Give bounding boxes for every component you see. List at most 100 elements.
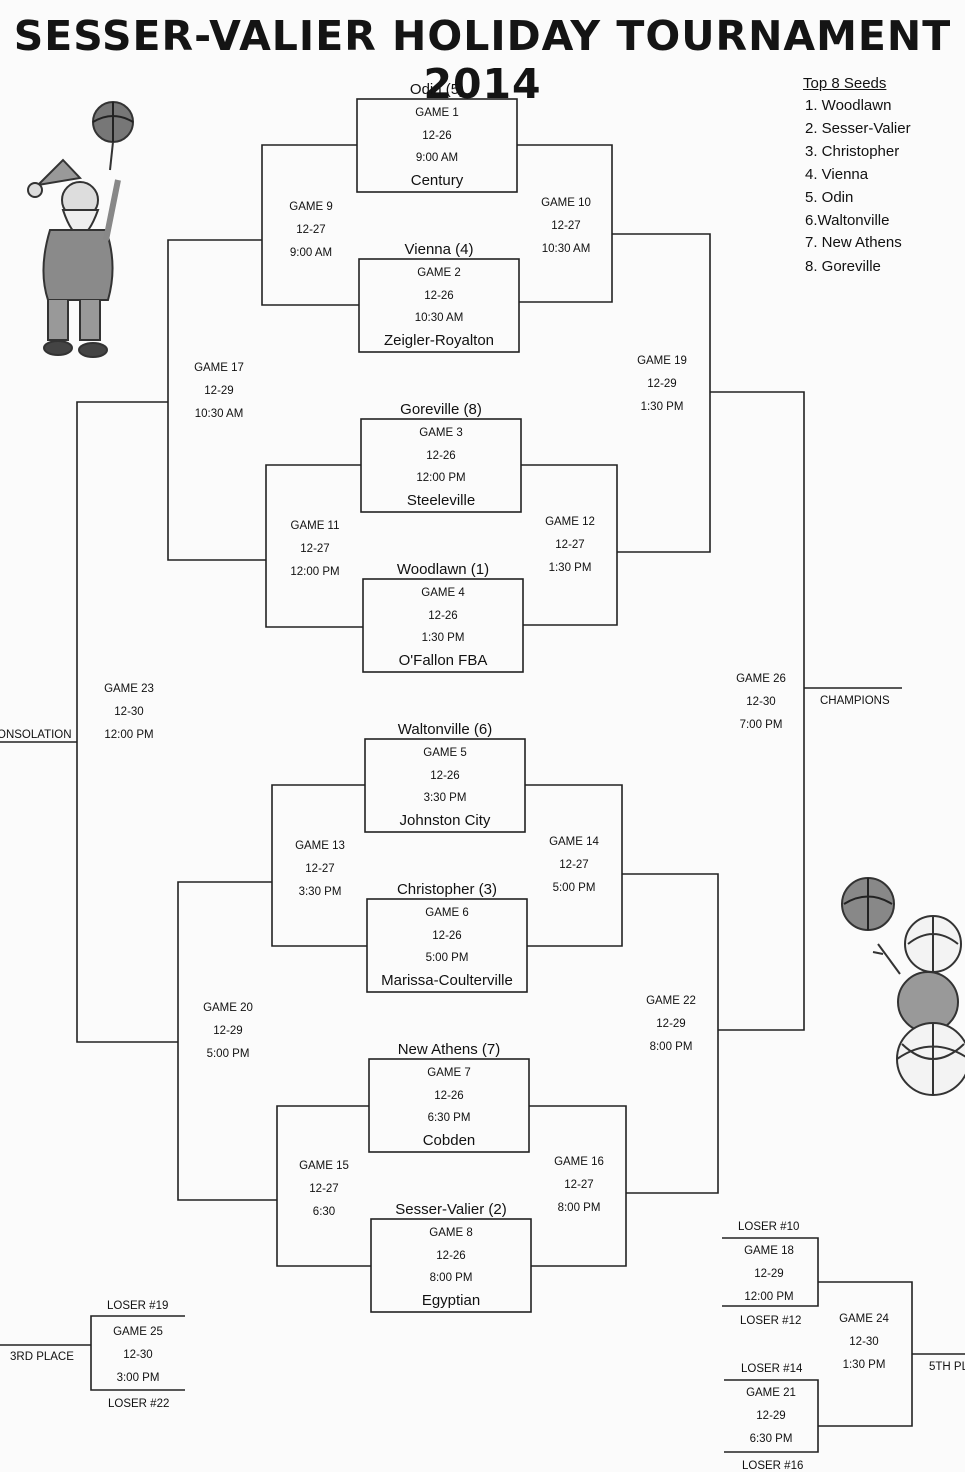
game-date: 12-30 [114,706,144,718]
game-time: 1:30 PM [640,401,684,413]
game-time: 1:30 PM [548,562,592,574]
loser-19-label: LOSER #19 [107,1300,169,1312]
game-game: GAME 19 [637,355,687,367]
loser-16-label: LOSER #16 [742,1460,804,1472]
game-date: 12-27 [296,224,326,236]
game-number: GAME 7 [427,1067,471,1079]
team-bottom: Steeleville [406,492,476,509]
game-time: 8:00 PM [649,1041,693,1053]
game-game: GAME 16 [554,1156,604,1168]
loser-22-label: LOSER #22 [108,1398,170,1410]
team-top: Woodlawn (1) [396,561,490,578]
game-time: 8:00 PM [557,1202,601,1214]
game-date: 12-26 [428,610,458,622]
game-time: 10:30 AM [541,243,591,255]
game-date: 12-27 [305,863,335,875]
game-time: 9:00 AM [289,247,333,259]
game-game: GAME 10 [541,197,591,209]
game-date: 12-29 [204,385,234,397]
game-date: 12-26 [426,450,456,462]
game-18-line [722,1237,819,1307]
team-top: Sesser-Valier (2) [395,1201,507,1218]
team-top: Vienna (4) [404,241,474,258]
team-top: Christopher (3) [396,881,498,898]
game-number: GAME 1 [415,107,459,119]
seed-item: 3. Christopher [805,143,900,160]
game-20-line [177,881,277,1201]
game-time: 12:00 PM [290,566,340,578]
game-date: 12-29 [754,1268,784,1280]
game-23-line [76,401,178,1043]
loser-14-label: LOSER #14 [741,1363,803,1375]
game-game: GAME 23 [104,683,154,695]
game-time: 7:00 PM [739,719,783,731]
team-bottom: Marissa-Coulterville [381,972,513,989]
game-number: GAME 4 [421,587,465,599]
game-date: 12-26 [430,770,460,782]
game-game: GAME 18 [744,1245,794,1257]
game-game: GAME 11 [290,520,340,532]
game-13-line [271,784,367,947]
team-bottom: Egyptian [421,1292,481,1309]
game-game: GAME 13 [295,840,345,852]
game-16-line [529,1105,627,1267]
game-date: 12-29 [647,378,677,390]
seed-item: 1. Woodlawn [805,97,892,114]
seed-item: 4. Vienna [805,166,869,183]
game-25-line [90,1315,185,1391]
game-time: 12:00 PM [416,472,466,484]
game-21-line [724,1379,819,1453]
team-top: Goreville (8) [400,401,482,418]
game-time: 5:00 PM [552,882,596,894]
seed-item: 5. Odin [805,189,854,206]
game-10-line [517,144,613,303]
game-date: 12-27 [309,1183,339,1195]
game-time: 5:00 PM [425,952,469,964]
game-game: GAME 22 [646,995,696,1007]
team-bottom: Zeigler-Royalton [383,332,495,349]
game-14-line [525,784,623,947]
seed-item: 6.Waltonville [805,212,890,229]
game-19-line [612,233,711,553]
game-number: GAME 3 [419,427,463,439]
seed-item: 8. Goreville [805,258,881,275]
loser-12-label: LOSER #12 [740,1315,802,1327]
game-game: GAME 20 [203,1002,253,1014]
game-time: 3:30 PM [423,792,467,804]
game-time: 5:00 PM [206,1048,250,1060]
seeds-heading: Top 8 Seeds [803,75,887,92]
game-time: 6:30 [312,1206,336,1218]
loser-10-label: LOSER #10 [738,1221,800,1233]
game-date: 12-29 [756,1410,786,1422]
game-date: 12-27 [551,220,581,232]
game-time: 9:00 AM [415,152,459,164]
game-9-line [261,144,359,306]
game-date: 12-26 [424,290,454,302]
team-top: Odin (5) [409,81,465,98]
team-bottom: Cobden [422,1132,476,1149]
game-time: 10:30 AM [194,408,244,420]
page-title: SESSER-VALIER HOLIDAY TOURNAMENT 2014 [13,12,952,108]
game-game: GAME 17 [194,362,244,374]
santa-illustration [27,101,134,358]
game-date: 12-27 [559,859,589,871]
game-date: 12-30 [849,1336,879,1348]
snowman-illustration [841,877,965,1096]
game-date: 12-27 [300,543,330,555]
game-date: 12-26 [432,930,462,942]
game-time: 3:00 PM [116,1372,160,1384]
game-time: 3:30 PM [298,886,342,898]
team-top: Waltonville (6) [397,721,493,738]
seed-item: 2. Sesser-Valier [805,120,911,137]
game-number: GAME 2 [417,267,461,279]
game-number: GAME 8 [429,1227,473,1239]
game-game: GAME 14 [549,836,599,848]
game-time: 1:30 PM [842,1359,886,1371]
game-time: 12:00 PM [744,1291,794,1303]
fifth-place-label: 5TH PL [929,1361,965,1373]
game-game: GAME 25 [113,1326,163,1338]
team-bottom: Johnston City [399,812,491,829]
game-game: GAME 24 [839,1313,889,1325]
champions-label: CHAMPIONS [820,695,890,707]
